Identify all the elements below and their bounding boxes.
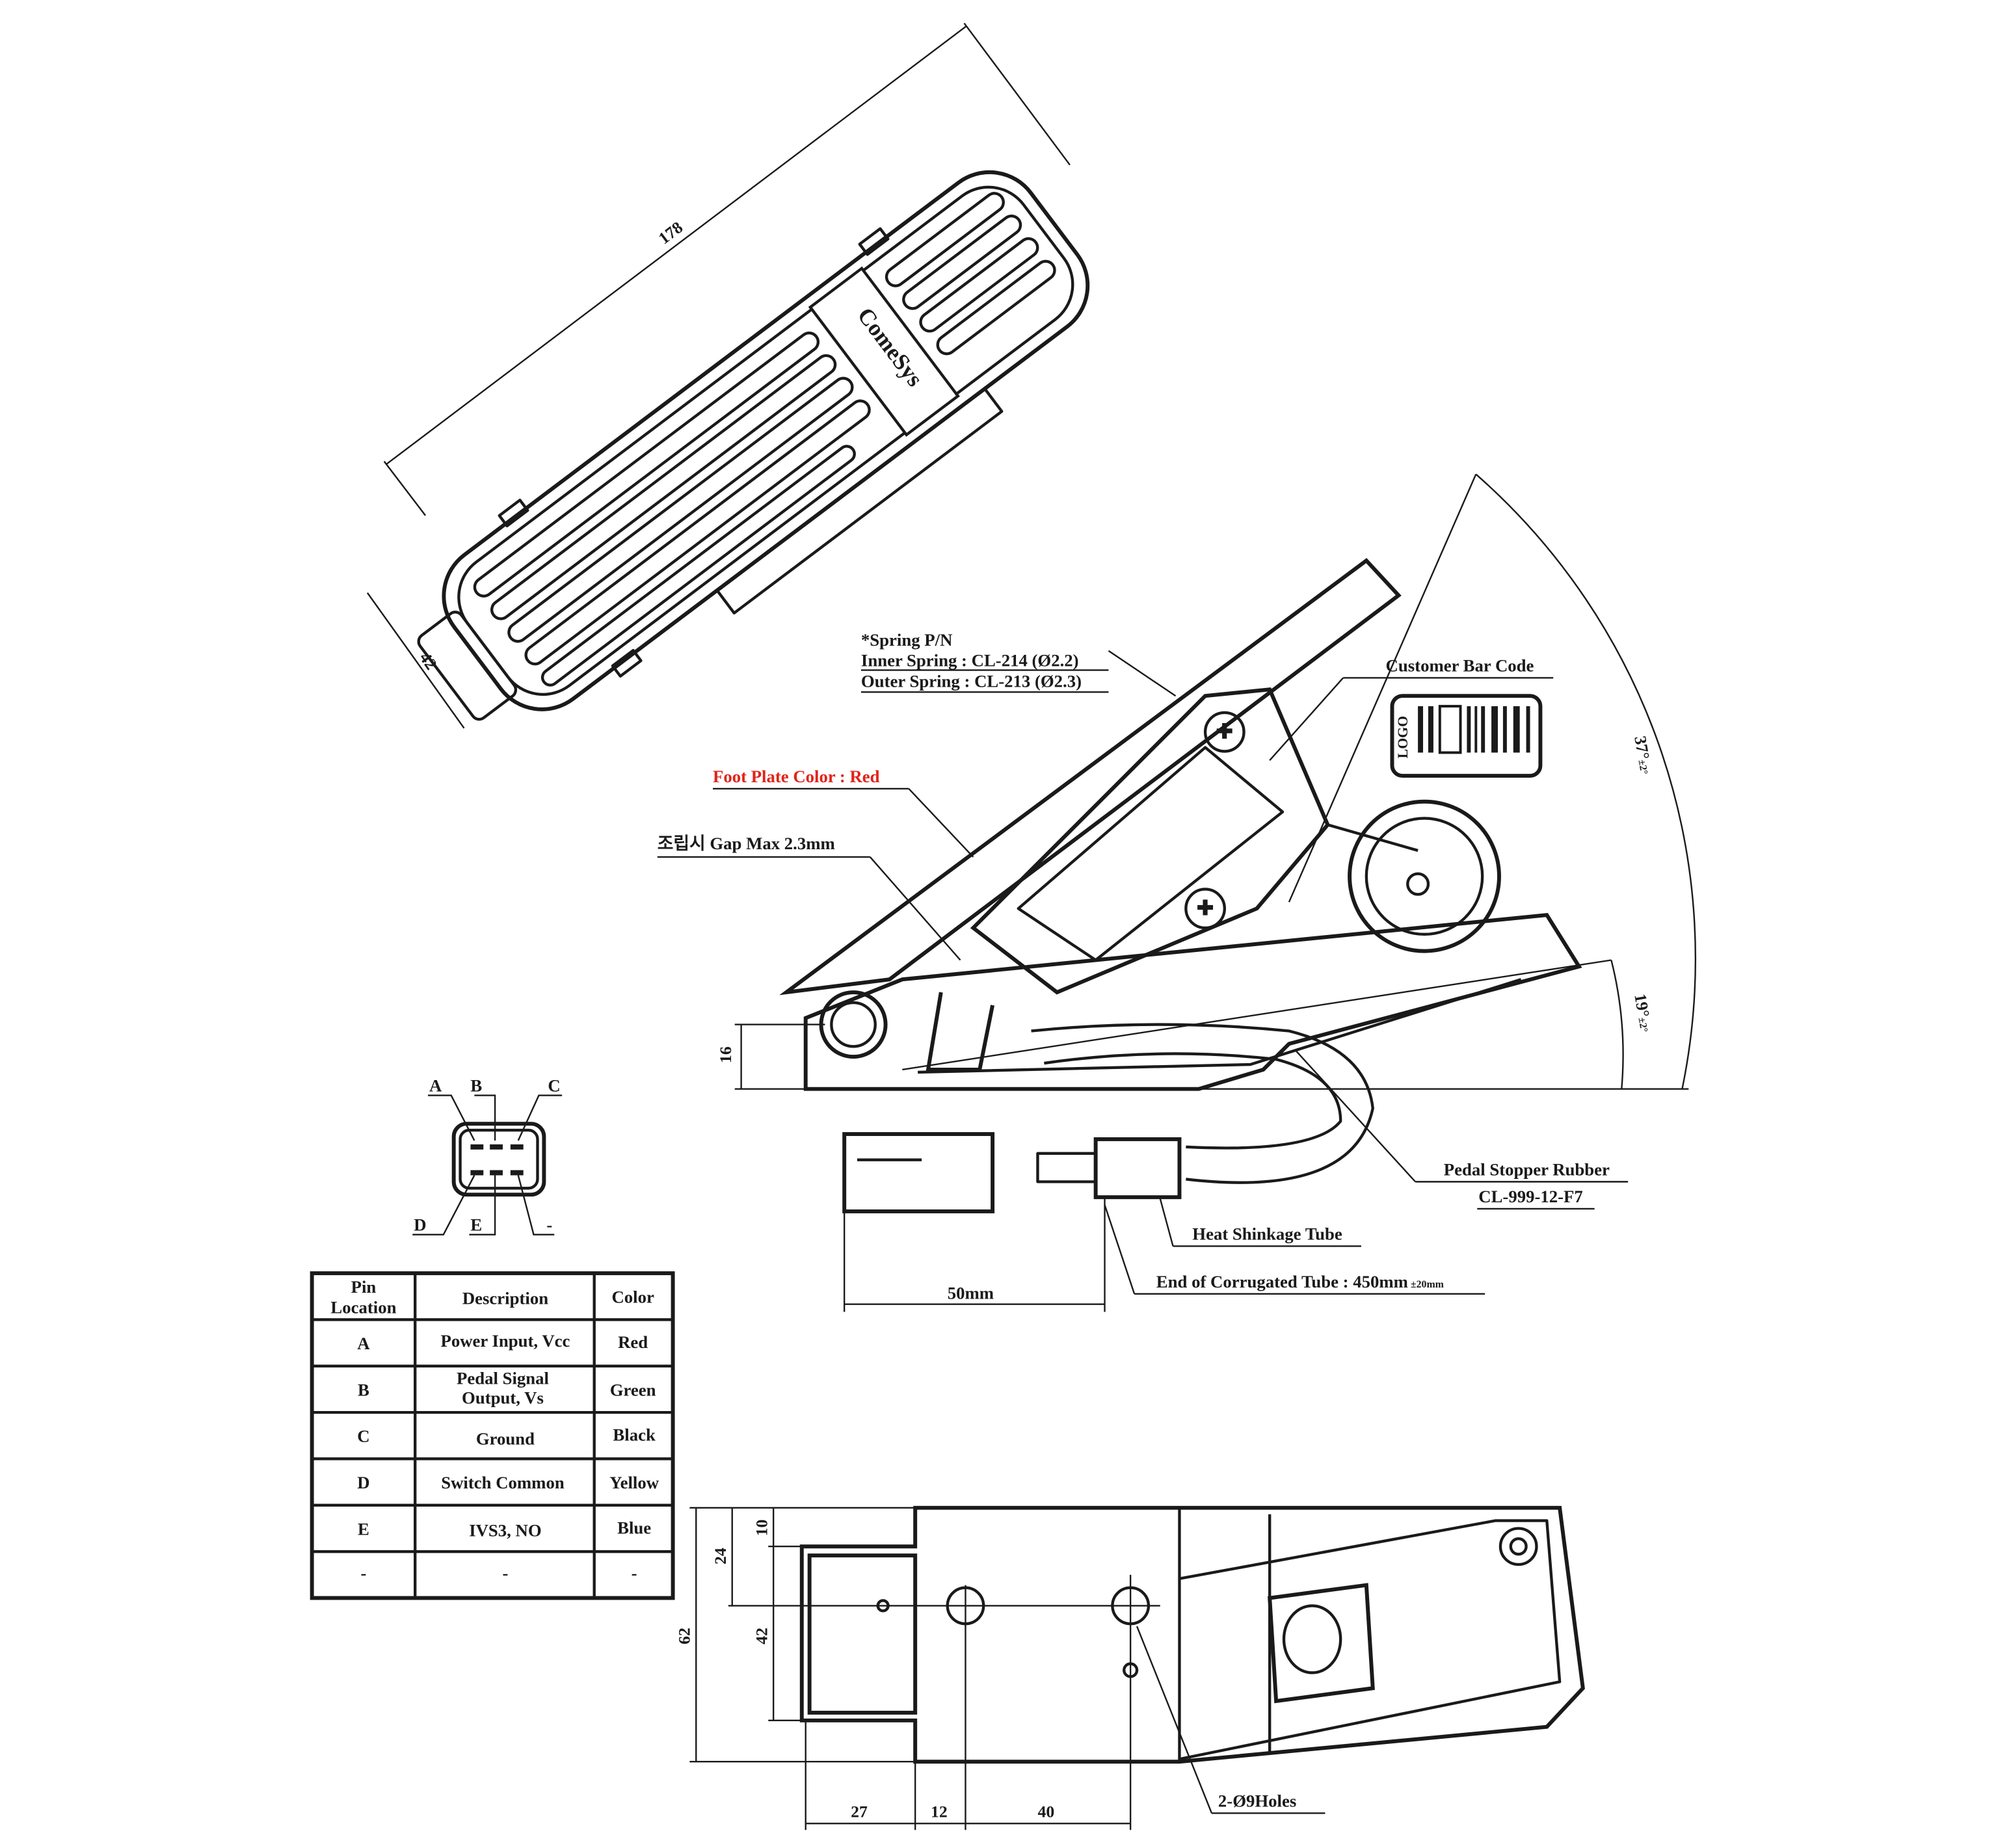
row-d-color: Yellow — [609, 1473, 659, 1492]
screw-icon: ✚ — [1216, 720, 1234, 743]
row-f-color: - — [632, 1563, 637, 1583]
header-pin-2: Location — [330, 1298, 396, 1317]
pin-label-e: E — [470, 1215, 482, 1235]
pin-label-d: D — [414, 1215, 426, 1235]
pedal-stopper-pn: CL-999-12-F7 — [1478, 1187, 1582, 1206]
row-f-desc: - — [502, 1563, 508, 1583]
header-pin: Pin — [351, 1277, 377, 1297]
row-a-desc: Power Input, Vcc — [440, 1331, 570, 1351]
svg-text:37°±2°: 37°±2° — [1631, 735, 1656, 776]
dim-10: 10 — [752, 1520, 771, 1537]
header-color: Color — [611, 1287, 654, 1307]
dim-length: 178 — [655, 218, 686, 248]
outer-spring: Outer Spring : CL-213 (Ø2.3) — [861, 671, 1082, 691]
svg-text:LOGO: LOGO — [1395, 716, 1411, 758]
dim-connector: 50mm — [948, 1284, 994, 1303]
connector-face: A B C D E - — [412, 1076, 563, 1235]
pin-label-a: A — [429, 1076, 442, 1096]
row-b-color: Green — [610, 1380, 656, 1399]
row-b-pin: B — [358, 1380, 369, 1399]
row-a-pin: A — [357, 1334, 370, 1353]
top-view: ComeSys 178 42 — [366, 22, 1090, 729]
dim-40: 40 — [1037, 1802, 1054, 1821]
angle-min-tol: ±2° — [1636, 1016, 1649, 1033]
svg-text:19°±2°: 19°±2° — [1631, 992, 1656, 1033]
pin-label-c: C — [548, 1076, 560, 1096]
pedal-stopper-label: Pedal Stopper Rubber — [1444, 1159, 1610, 1179]
corrugated-tol: ±20mm — [1408, 1279, 1444, 1290]
pin-label-dash: - — [546, 1215, 552, 1235]
bar-code-label: LOGO — [1390, 694, 1543, 778]
heat-tube-label: Heat Shinkage Tube — [1192, 1224, 1342, 1244]
customer-bar-code-label: Customer Bar Code — [1386, 656, 1534, 676]
row-c-desc: Ground — [476, 1429, 535, 1449]
dim-24: 24 — [711, 1548, 730, 1564]
row-a-color: Red — [618, 1332, 648, 1352]
row-c-color: Black — [613, 1425, 656, 1445]
row-b-desc: Pedal Signal — [457, 1369, 549, 1388]
side-view: ✚ ✚ 16 37°±2° 19°±2° 50mm *Spring P/N In… — [658, 473, 1697, 1312]
angle-min: 19° — [1631, 992, 1653, 1019]
dim-27: 27 — [851, 1802, 868, 1821]
row-d-pin: D — [357, 1473, 369, 1492]
dim-height: 16 — [716, 1046, 735, 1063]
row-e-desc: IVS3, NO — [469, 1520, 541, 1540]
row-e-color: Blue — [617, 1518, 651, 1537]
row-c-pin: C — [357, 1427, 369, 1446]
pin-table: Pin Location Description Color A Power I… — [310, 1271, 675, 1600]
gap-note: 조립시 Gap Max 2.3mm — [658, 834, 835, 853]
corrugated-tube-label: End of Corrugated Tube : 450mm — [1156, 1272, 1408, 1291]
angle-max: 37° — [1631, 735, 1653, 761]
angle-max-tol: ±2° — [1636, 759, 1649, 776]
holes-label: 2-Ø9Holes — [1218, 1791, 1296, 1811]
foot-plate-color: Foot Plate Color : Red — [713, 767, 880, 786]
row-f-pin: - — [360, 1563, 366, 1583]
svg-text:End of Corrugated Tube : 450mm: End of Corrugated Tube : 450mm ±20mm — [1156, 1272, 1444, 1291]
row-b-desc-2: Output, Vs — [462, 1388, 544, 1407]
bottom-view: 10 24 62 42 27 12 40 2-Ø9Holes — [674, 1505, 1585, 1830]
screw-icon: ✚ — [1197, 897, 1214, 919]
inner-spring: Inner Spring : CL-214 (Ø2.2) — [861, 651, 1079, 670]
dim-42: 42 — [752, 1628, 771, 1644]
row-e-pin: E — [358, 1519, 369, 1538]
row-d-desc: Switch Common — [441, 1473, 565, 1492]
spring-title: *Spring P/N — [861, 630, 952, 650]
pin-label-b: B — [470, 1076, 482, 1096]
dim-62: 62 — [674, 1628, 693, 1644]
header-description: Description — [462, 1289, 548, 1308]
dim-12: 12 — [931, 1802, 948, 1821]
